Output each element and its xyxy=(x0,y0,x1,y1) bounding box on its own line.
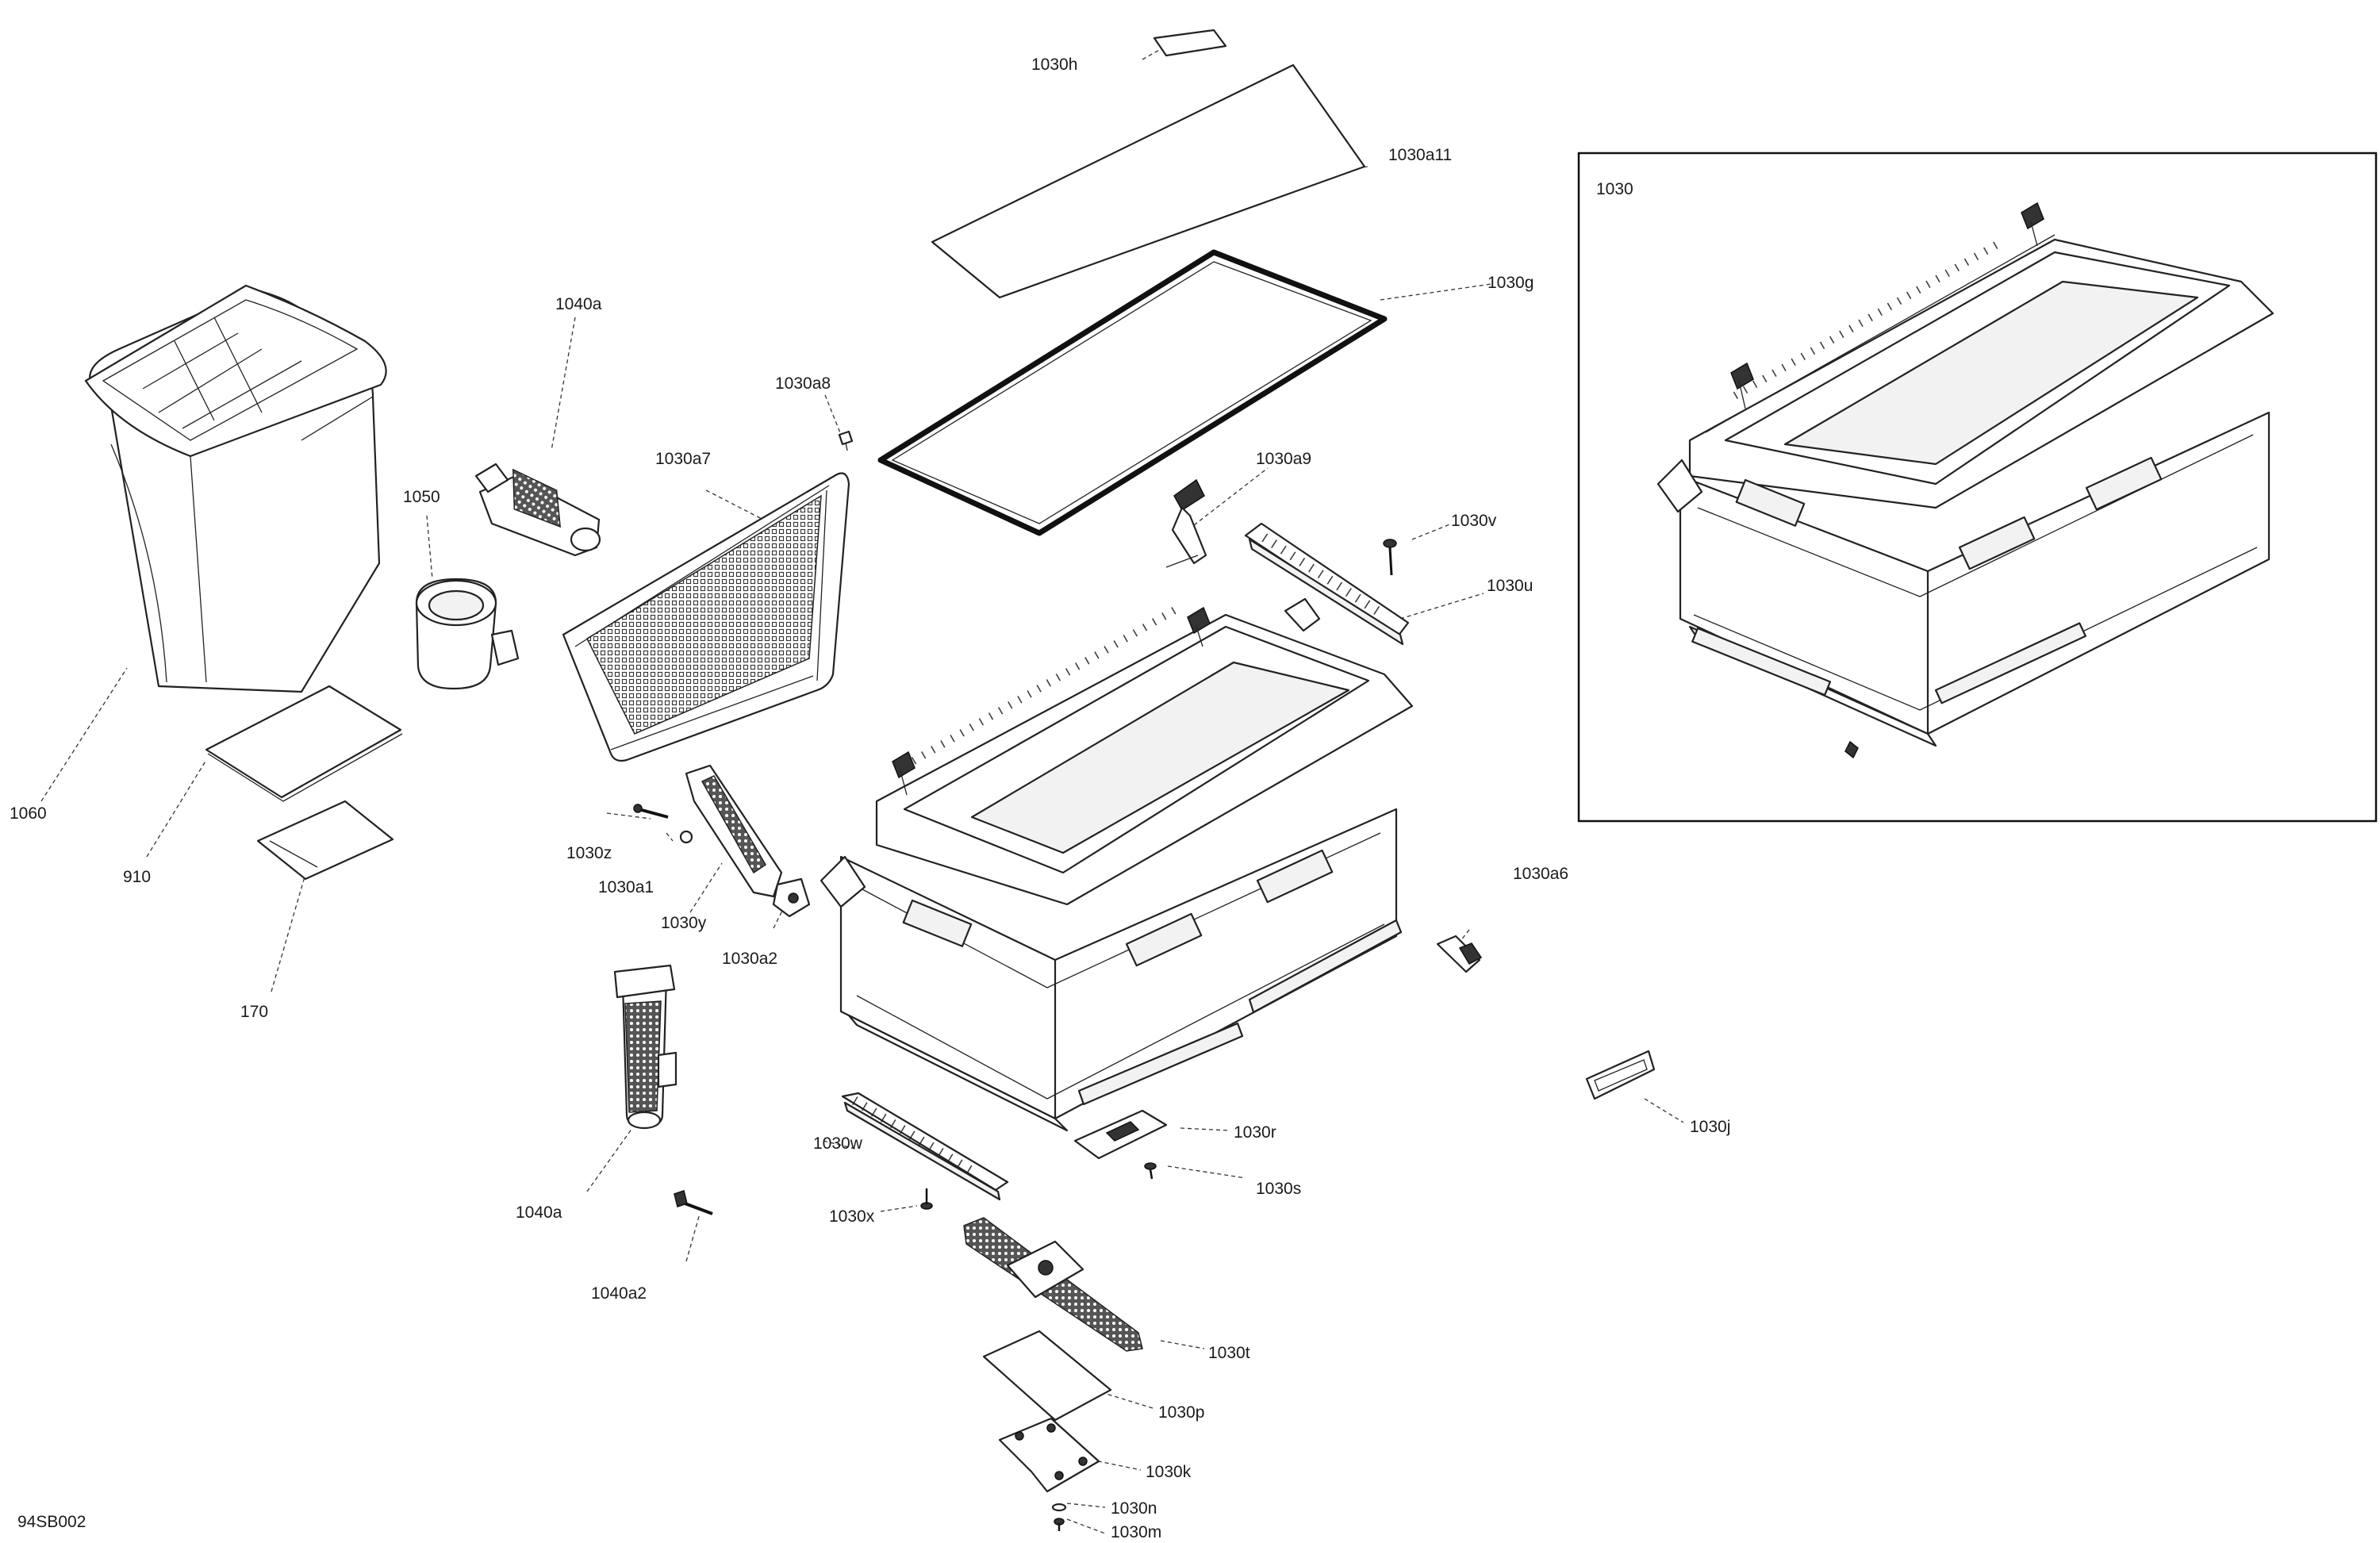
part-910-pad xyxy=(205,685,402,799)
callout-1030w: 1030w xyxy=(813,1134,863,1153)
part-1030a7-mesh-panel xyxy=(562,472,850,762)
callout-1030k: 1030k xyxy=(1146,1463,1192,1481)
callout-1040a2: 1040a2 xyxy=(591,1284,647,1303)
part-1030p-pad xyxy=(982,1330,1112,1422)
part-1030a9-latch xyxy=(1165,478,1207,568)
callout-1030j: 1030j xyxy=(1690,1118,1730,1136)
part-1030s-screw xyxy=(1144,1162,1157,1180)
callout-labels: 1030h 1030a11 1030g 1030a8 1040a 1030a7 … xyxy=(10,56,1730,1541)
part-1030j-sticker xyxy=(1585,1050,1656,1100)
callout-1030h: 1030h xyxy=(1031,56,1077,74)
callout-1030x: 1030x xyxy=(829,1207,875,1226)
callout-910: 910 xyxy=(123,868,151,886)
part-1030k-bracket xyxy=(998,1417,1100,1493)
callout-1030m: 1030m xyxy=(1111,1523,1161,1541)
part-1040a2-pin xyxy=(674,1190,713,1215)
callout-1030r: 1030r xyxy=(1234,1123,1276,1142)
callout-1030a9: 1030a9 xyxy=(1256,450,1311,468)
part-1030r-plate xyxy=(1073,1109,1168,1160)
callout-1030a2: 1030a2 xyxy=(722,950,777,968)
callout-1030a1: 1030a1 xyxy=(598,878,654,896)
part-1050-cup-holder xyxy=(415,578,520,690)
callout-1030p: 1030p xyxy=(1158,1403,1204,1422)
part-1030y-hinge xyxy=(685,764,783,898)
callout-1050: 1050 xyxy=(403,488,440,506)
callout-1040a-upper: 1040a xyxy=(555,295,602,313)
callout-170: 170 xyxy=(240,1003,268,1021)
inset-assembly-1030: 1030 xyxy=(1577,152,2378,823)
part-1030x-screw xyxy=(920,1188,933,1210)
part-1030m-screw xyxy=(1054,1518,1065,1531)
part-1040a-lower-tube xyxy=(613,964,678,1130)
part-1030a2-gear xyxy=(772,877,811,918)
inset-label: 1030 xyxy=(1596,180,1633,198)
callout-1030u: 1030u xyxy=(1487,577,1533,595)
part-1030a8-screw xyxy=(838,430,854,451)
callout-1030y: 1030y xyxy=(661,914,707,932)
part-1030a11-mat xyxy=(931,63,1366,299)
callout-1030a6: 1030a6 xyxy=(1513,865,1568,883)
callout-1030n: 1030n xyxy=(1111,1499,1157,1518)
part-1030w-rail xyxy=(841,1092,1009,1201)
callout-1030v: 1030v xyxy=(1451,512,1497,530)
callout-1040a-lower: 1040a xyxy=(516,1203,562,1222)
callout-1060: 1060 xyxy=(10,804,47,823)
callout-1030a11: 1030a11 xyxy=(1388,146,1452,164)
callout-1030z: 1030z xyxy=(566,844,612,862)
inset-case-drawing xyxy=(1656,202,2274,759)
main-case-exploded xyxy=(820,597,1414,1132)
part-1030n-washer xyxy=(1051,1503,1067,1512)
callout-1030a7: 1030a7 xyxy=(655,450,711,468)
part-1030z-screw xyxy=(633,804,669,819)
part-170-card xyxy=(256,800,394,881)
part-1030h-label xyxy=(1153,29,1227,57)
part-1030a1-washer xyxy=(679,830,693,844)
callout-1030s: 1030s xyxy=(1256,1180,1301,1198)
part-1040a-upper-tube xyxy=(474,463,601,557)
part-1030t-strap xyxy=(963,1217,1143,1352)
document-code: 94SB002 xyxy=(17,1513,86,1531)
callout-1030a8: 1030a8 xyxy=(775,374,831,393)
callout-1030g: 1030g xyxy=(1488,274,1534,292)
part-1060-bin xyxy=(84,284,387,693)
callout-1030t: 1030t xyxy=(1208,1344,1250,1362)
part-1030u-rail xyxy=(1244,522,1410,646)
part-1030g-seal xyxy=(877,249,1388,536)
part-1030a6-knob xyxy=(1436,935,1483,973)
part-1030v-screw xyxy=(1383,539,1397,576)
leader-lines xyxy=(40,48,1684,1534)
